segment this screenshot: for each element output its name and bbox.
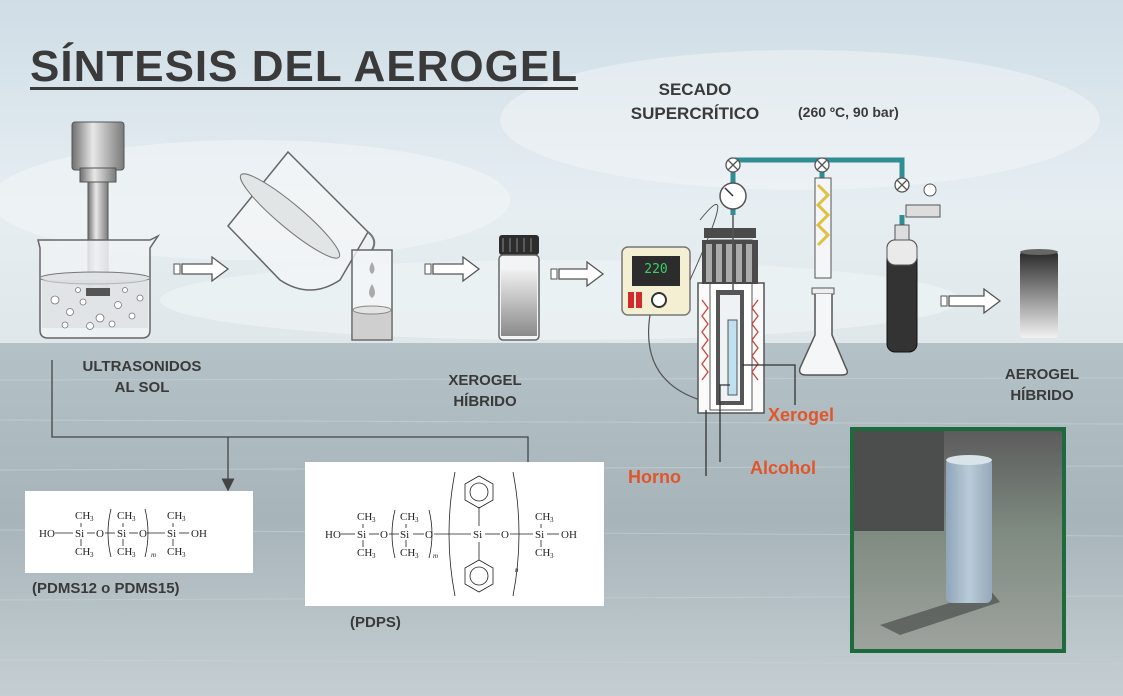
ultrasonidos-line1: ULTRASONIDOS [82, 358, 202, 375]
pdps-ho: HO [325, 529, 341, 541]
pdps-ch3-bot-2: CH [400, 547, 415, 559]
pdps-o-1: O [380, 529, 388, 541]
conditions-label: (260 ºC, 90 bar) [798, 104, 899, 120]
pdps-sub3-b: 3 [372, 552, 376, 560]
pdms-ch3-top-1: CH [75, 510, 90, 522]
pdms-caption: (PDMS12 o PDMS15) [32, 580, 180, 597]
pdms-ch3-bot-3: CH [167, 546, 182, 558]
alcohol-tag: Alcohol [750, 458, 816, 478]
aerogel-hibrido-label: AEROGEL HÍBRIDO [980, 364, 1104, 406]
pdms-sub3-a: 3 [90, 515, 94, 523]
pdms-structure: HO Si O Si O Si OH CH CH CH CH CH CH 3 3… [39, 508, 207, 559]
pdps-ch3-bot-3: CH [535, 547, 550, 559]
condenser-column [798, 177, 849, 376]
pdps-si-4: Si [535, 529, 544, 541]
pdps-m: m [433, 552, 438, 560]
pdps-sub3-d: 3 [415, 552, 419, 560]
gas-cylinder [886, 183, 941, 353]
pdms-si-1: Si [75, 528, 84, 540]
pdps-ch3-bot-1: CH [357, 547, 372, 559]
process-arrow-1 [173, 255, 230, 283]
pdms-ch3-bot-2: CH [117, 546, 132, 558]
pdps-o-2: O [425, 529, 433, 541]
pdps-structure: HO Si O Si O Si O Si OH CH CH CH CH CH C… [325, 471, 577, 597]
aerogel-cylinder [1020, 249, 1058, 338]
pdms-o-2: O [139, 528, 147, 540]
valves [725, 157, 910, 193]
secado-line1: SECADO [658, 80, 732, 99]
temperature-controller [621, 203, 719, 401]
aerogel-line2: HÍBRIDO [1010, 387, 1074, 404]
pdms-ch3-bot-1: CH [75, 546, 90, 558]
xerogel-vial [498, 235, 540, 341]
pdps-oh: OH [561, 529, 577, 541]
pdms-ho: HO [39, 528, 55, 540]
formula-connectors [51, 360, 535, 492]
ultrasonic-beaker [37, 121, 161, 339]
process-arrow-3 [550, 260, 605, 288]
pdps-si-3: Si [473, 529, 482, 541]
pdms-o-1: O [96, 528, 104, 540]
pdms-ch3-top-2: CH [117, 510, 132, 522]
pdps-formula-box: HO Si O Si O Si O Si OH CH CH CH CH CH C… [305, 462, 604, 606]
pdms-ch3-top-3: CH [167, 510, 182, 522]
ultrasonidos-label: ULTRASONIDOS AL SOL [62, 356, 222, 398]
xerogel-hibrido-label: XEROGEL HÍBRIDO [420, 370, 550, 412]
pdps-o-3: O [501, 529, 509, 541]
pdms-si-3: Si [167, 528, 176, 540]
pdms-oh: OH [191, 528, 207, 540]
pdps-ch3-top-1: CH [357, 511, 372, 523]
pdps-caption: (PDPS) [350, 614, 401, 631]
pressure-gauge-icon [719, 182, 747, 210]
callout-lines [705, 364, 796, 476]
process-arrow-2 [424, 255, 481, 283]
pdms-sub3-e: 3 [182, 515, 186, 523]
ultrasonidos-line2: AL SOL [114, 379, 170, 396]
xerogel-line2: HÍBRIDO [453, 393, 517, 410]
pdms-sub3-f: 3 [182, 551, 186, 559]
aerogel-line1: AEROGEL [1004, 366, 1080, 383]
pdps-si-2: Si [400, 529, 409, 541]
page-title: SÍNTESIS DEL AEROGEL [30, 42, 579, 91]
pdps-sub3-e: 3 [550, 516, 554, 524]
pdps-ch3-top-3: CH [535, 511, 550, 523]
pdms-sub3-b: 3 [90, 551, 94, 559]
controller-display: 220 [644, 262, 668, 277]
pdps-sub3-c: 3 [415, 516, 419, 524]
xerogel-tag: Xerogel [768, 405, 835, 425]
pdms-sub3-c: 3 [132, 515, 136, 523]
pdms-sub3-d: 3 [132, 551, 136, 559]
pdms-m: m [151, 551, 156, 559]
pdps-sub3-f: 3 [550, 552, 554, 560]
pdps-ch3-top-2: CH [400, 511, 415, 523]
xerogel-line1: XEROGEL [448, 372, 522, 389]
pouring-glass [226, 150, 376, 291]
pdms-formula-box: HO Si O Si O Si OH CH CH CH CH CH CH 3 3… [25, 491, 253, 573]
secado-line2: SUPERCRÍTICO [630, 104, 760, 123]
pdps-si-1: Si [357, 529, 366, 541]
process-arrow-4 [940, 287, 1002, 315]
supercritical-autoclave [697, 210, 765, 414]
receiving-vial [351, 249, 393, 341]
aerogel-photo [850, 427, 1066, 653]
pdms-si-2: Si [117, 528, 126, 540]
secado-label: SECADO SUPERCRÍTICO [600, 78, 790, 126]
horno-tag: Horno [628, 467, 681, 487]
pdps-sub3-a: 3 [372, 516, 376, 524]
